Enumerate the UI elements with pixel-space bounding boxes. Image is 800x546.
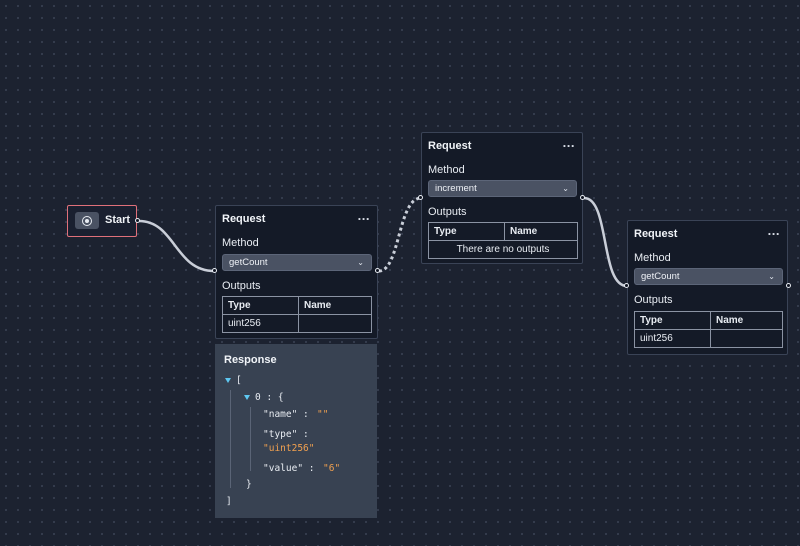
col-type: Type (428, 222, 505, 241)
method-value: increment (435, 183, 477, 194)
method-label: Method (428, 164, 465, 176)
col-name: Name (710, 311, 783, 330)
table-row: uint256 (634, 329, 783, 348)
more-horizontal-icon[interactable]: ... (562, 135, 575, 150)
method-value: getCount (229, 257, 268, 268)
chevron-down-icon: ⌄ (562, 184, 569, 193)
request2-input-port[interactable] (418, 195, 423, 200)
json-name-key: "name" : (263, 409, 309, 420)
method-value: getCount (641, 271, 680, 282)
start-node[interactable]: Start (67, 205, 137, 237)
json-index-line: 0 : { (255, 392, 284, 403)
method-select[interactable]: getCount ⌄ (222, 254, 372, 271)
caret-down-icon[interactable] (225, 378, 231, 383)
cell-type: uint256 (634, 329, 711, 348)
wire-request1-to-request2 (378, 196, 422, 273)
json-type-key: "type" : (263, 429, 309, 440)
play-circle-icon (82, 215, 92, 226)
chevron-down-icon: ⌄ (357, 258, 364, 267)
outputs-label: Outputs (222, 280, 261, 292)
json-name-value: "" (317, 409, 329, 420)
json-value-key: "value" : (263, 463, 315, 474)
start-label: Start (105, 214, 131, 226)
wire-start-to-request1 (138, 219, 215, 273)
json-value-value: "6" (323, 463, 341, 474)
empty-outputs: There are no outputs (428, 240, 578, 259)
more-horizontal-icon[interactable]: ... (357, 208, 370, 223)
method-select[interactable]: getCount ⌄ (634, 268, 783, 285)
outputs-label: Outputs (634, 294, 673, 306)
start-run-button[interactable] (75, 212, 99, 229)
table-row: uint256 (222, 314, 372, 333)
col-type: Type (222, 296, 299, 315)
node-title: Request (428, 140, 472, 152)
request1-output-port[interactable] (375, 268, 380, 273)
wire-request2-to-request3 (583, 196, 628, 288)
chevron-down-icon: ⌄ (768, 272, 775, 281)
col-name: Name (504, 222, 578, 241)
response-panel: Response [ 0 : { "name" : "" "type" : "u… (215, 344, 377, 518)
cell-type: uint256 (222, 314, 299, 333)
tree-guide (230, 390, 231, 488)
start-output-port[interactable] (135, 218, 140, 223)
col-name: Name (298, 296, 372, 315)
request-node-2[interactable]: Request ... Method increment ⌄ Outputs T… (421, 132, 583, 264)
json-type-value: "uint256" (263, 443, 315, 454)
json-close-bracket: ] (226, 496, 232, 507)
node-title: Request (222, 213, 266, 225)
request-node-1[interactable]: Request ... Method getCount ⌄ Outputs Ty… (215, 205, 378, 339)
response-title: Response (224, 354, 277, 366)
table-row: There are no outputs (428, 240, 578, 259)
request3-input-port[interactable] (624, 283, 629, 288)
tree-guide (250, 407, 251, 471)
request2-output-port[interactable] (580, 195, 585, 200)
json-close-brace: } (246, 479, 252, 490)
json-open-bracket: [ (236, 375, 242, 386)
request-node-3[interactable]: Request ... Method getCount ⌄ Outputs Ty… (627, 220, 788, 355)
method-label: Method (634, 252, 671, 264)
node-title: Request (634, 228, 678, 240)
request1-input-port[interactable] (212, 268, 217, 273)
method-label: Method (222, 237, 259, 249)
method-select[interactable]: increment ⌄ (428, 180, 577, 197)
more-horizontal-icon[interactable]: ... (767, 223, 780, 238)
caret-down-icon[interactable] (244, 395, 250, 400)
cell-name (298, 314, 372, 333)
cell-name (710, 329, 783, 348)
outputs-label: Outputs (428, 206, 467, 218)
request3-output-port[interactable] (786, 283, 791, 288)
col-type: Type (634, 311, 711, 330)
